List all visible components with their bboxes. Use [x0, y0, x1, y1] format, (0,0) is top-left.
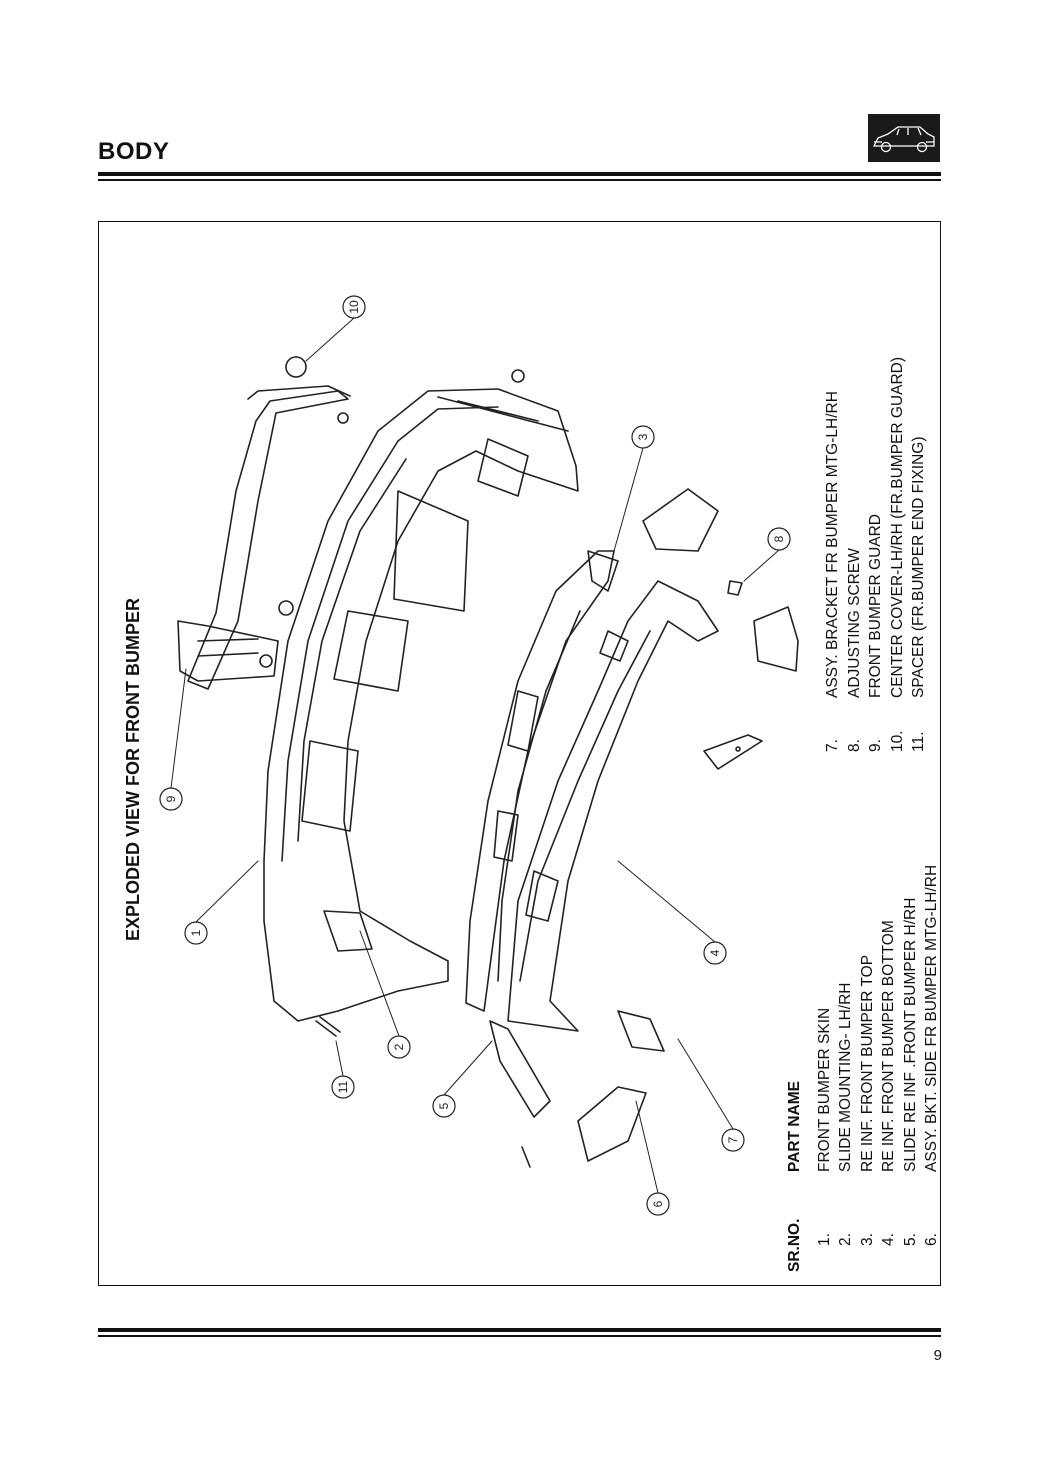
col-srno: SR.NO. [786, 1218, 803, 1272]
header-rule-thick [98, 172, 941, 176]
legend-item: 11.SPACER (FR.BUMPER END FIXING) [910, 436, 927, 752]
figure-frame [98, 221, 941, 1286]
legend-item: 1.FRONT BUMPER SKIN [815, 1007, 833, 1246]
parts-legend-left: SR.NO. PART NAME 1.FRONT BUMPER SKIN 2.S… [784, 865, 943, 1272]
legend-item: 4.RE INF. FRONT BUMPER BOTTOM [880, 920, 897, 1246]
callout-4: 4 [708, 949, 722, 956]
footer-rule-thick [98, 1328, 941, 1332]
footer-rule-thin [98, 1335, 941, 1337]
car-icon [868, 114, 940, 162]
callout-8: 8 [772, 535, 786, 542]
callout-9: 9 [164, 795, 178, 802]
legend-item: 9.FRONT BUMPER GUARD [867, 513, 884, 752]
legend-item: 10.CENTER COVER-LH/RH (FR.BUMPER GUARD) [888, 356, 906, 752]
legend-item: 5.SLIDE RE INF .FRONT BUMPER H/RH [901, 897, 919, 1246]
callout-3: 3 [636, 433, 650, 440]
legend-item: 8.ADJUSTING SCREW [845, 548, 863, 752]
figure-title: EXPLODED VIEW FOR FRONT BUMPER [123, 597, 143, 941]
header-rule-thin [98, 179, 941, 181]
exploded-diagram: 10 9 1 2 11 3 4 5 6 7 8 [159, 295, 799, 1216]
col-part-name: PART NAME [786, 1081, 803, 1172]
callout-1: 1 [189, 929, 203, 936]
front-bumper-guard-part [177, 385, 351, 690]
parts-legend-right: 7.ASSY. BRACKET FR BUMPER MTG-LH/RH 8.AD… [822, 357, 930, 752]
callout-6: 6 [651, 1200, 665, 1207]
front-bumper-skin-part [263, 388, 579, 1022]
legend-item: 3.RE INF. FRONT BUMPER TOP [858, 954, 876, 1246]
section-title: BODY [98, 138, 170, 165]
callout-5: 5 [437, 1102, 451, 1109]
callout-2: 2 [392, 1043, 406, 1050]
legend-item: 7.ASSY. BRACKET FR BUMPER MTG-LH/RH [824, 391, 841, 752]
callout-7: 7 [726, 1136, 740, 1143]
page-number: 9 [933, 1347, 942, 1364]
legend-item: 6.ASSY. BKT. SIDE FR BUMPER MTG-LH/RH [923, 864, 940, 1246]
callout-10: 10 [347, 300, 361, 314]
callout-11: 11 [336, 1080, 350, 1093]
callout-circles [159, 295, 791, 1216]
reinf-front-bumper-bottom-part [507, 580, 719, 1032]
legend-header: SR.NO. PART NAME [784, 865, 806, 1272]
legend-item: 2.SLIDE MOUNTING- LH/RH [837, 982, 854, 1246]
reinf-front-bumper-top-part [465, 550, 619, 1012]
